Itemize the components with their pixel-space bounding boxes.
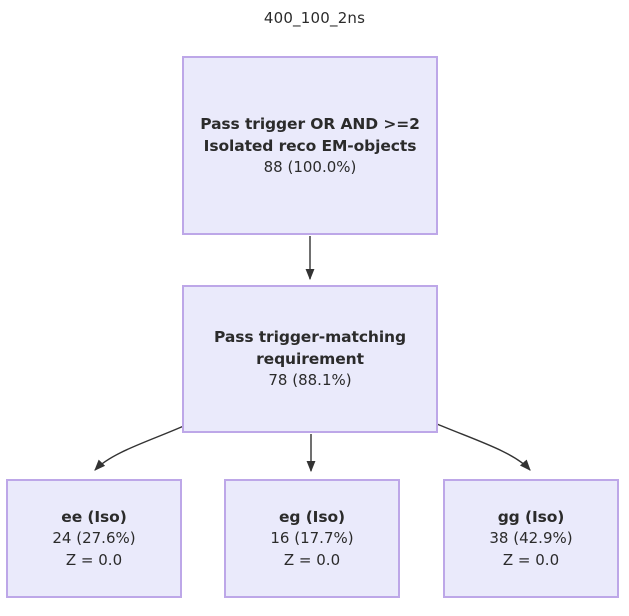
node-label: Pass trigger OR AND >=2 Isolated reco EM… [200, 114, 420, 155]
node-count: 88 (100.0%) [263, 157, 357, 176]
node-label: gg (Iso) [497, 508, 565, 527]
node-z-value: Z = 0.0 [283, 550, 341, 569]
node-count: 78 (88.1%) [268, 371, 352, 390]
page-title: 400_100_2ns [263, 9, 366, 27]
node-pass-trigger-matching[interactable]: Pass trigger-matching requirement 78 (88… [182, 285, 438, 433]
node-label: ee (Iso) [61, 508, 127, 527]
node-count: 24 (27.6%) [52, 529, 136, 548]
node-z-value: Z = 0.0 [502, 550, 560, 569]
node-label: Pass trigger-matching requirement [214, 328, 406, 369]
node-count: 38 (42.9%) [489, 529, 573, 548]
node-count: 16 (17.7%) [270, 529, 354, 548]
node-z-value: Z = 0.0 [65, 550, 123, 569]
node-pass-trigger-or[interactable]: Pass trigger OR AND >=2 Isolated reco EM… [182, 56, 438, 235]
node-gg-iso[interactable]: gg (Iso) 38 (42.9%) Z = 0.0 [443, 479, 619, 598]
edge-match-to-gg [436, 423, 531, 471]
node-ee-iso[interactable]: ee (Iso) 24 (27.6%) Z = 0.0 [6, 479, 182, 598]
node-label: eg (Iso) [278, 508, 345, 527]
node-eg-iso[interactable]: eg (Iso) 16 (17.7%) Z = 0.0 [224, 479, 400, 598]
edge-match-to-ee [94, 424, 187, 471]
